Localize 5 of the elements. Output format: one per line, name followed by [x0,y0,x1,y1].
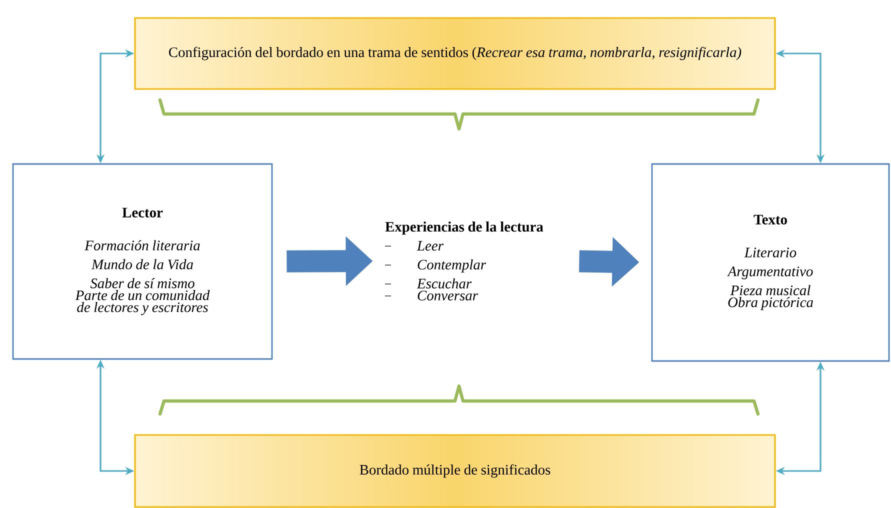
banner-box: Configuración del bordado en una trama de sentidos (Recrear esa trama, nombrarla, resignificarla) [134,17,776,90]
banner-box: Bordado múltiple de significados [134,434,776,508]
info-box: Lector Formación literaria Mundo de la Vida Saber de sí mismo Parte de un comunidad de lectores y escritores [12,163,273,360]
info-box: Texto Literario Argumentativo Pieza musical Obra pictórica [651,163,890,362]
text-block: Experiencias de la lectura Leer Contemplar Escuchar Conversar [384,222,544,300]
